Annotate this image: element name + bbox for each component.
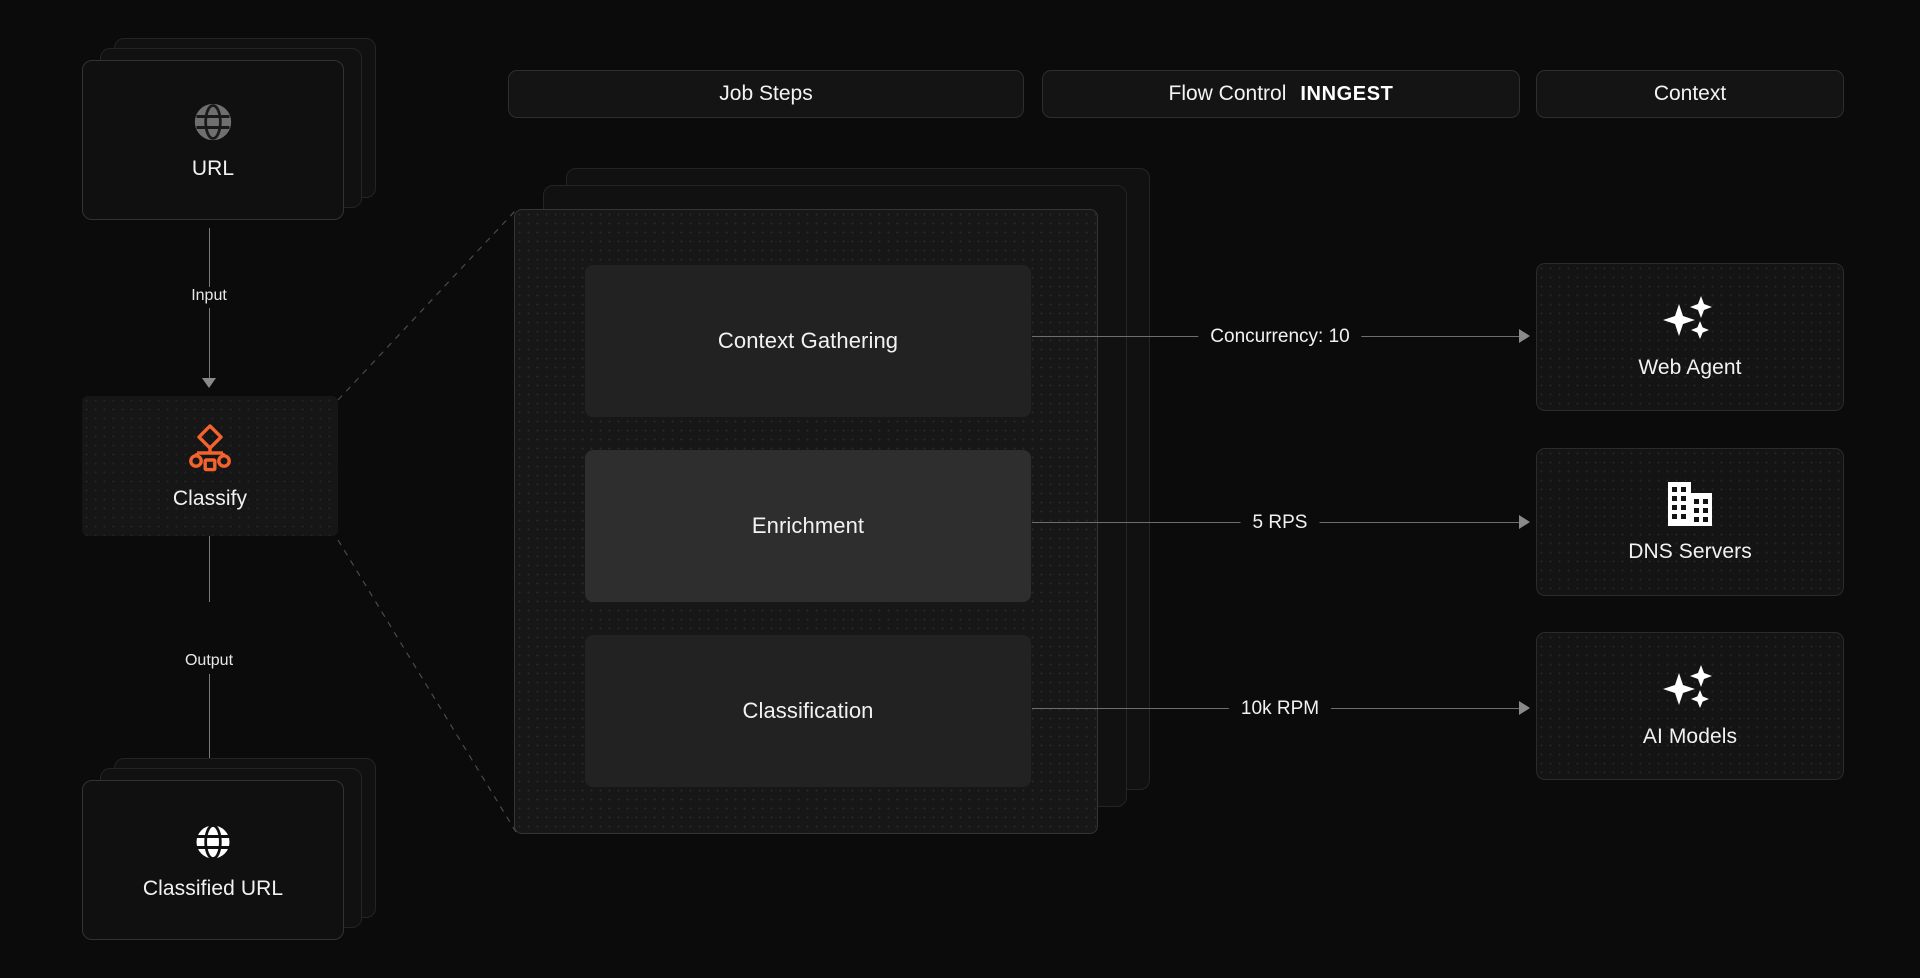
classified-url-node[interactable]: Classified URL bbox=[82, 780, 344, 940]
edge-classify-to-output-bottom bbox=[209, 674, 210, 766]
context-card-ai-models[interactable]: AI Models bbox=[1536, 632, 1844, 780]
arrow-rps bbox=[1519, 515, 1530, 529]
classify-tree-icon bbox=[184, 422, 236, 474]
flow-label-concurrency: Concurrency: 10 bbox=[1198, 326, 1362, 348]
job-step-label: Enrichment bbox=[751, 513, 865, 538]
job-step-context-gathering[interactable]: Context Gathering bbox=[585, 265, 1031, 417]
tab-flow-control[interactable]: Flow Control INNGEST bbox=[1042, 70, 1520, 118]
url-node[interactable]: URL bbox=[82, 60, 344, 220]
inngest-logo-text: INNGEST bbox=[1300, 82, 1394, 105]
sparkles-icon bbox=[1663, 294, 1717, 344]
building-icon bbox=[1665, 480, 1715, 528]
context-card-label: Web Agent bbox=[1638, 356, 1742, 379]
classify-to-panel-connectors bbox=[337, 209, 517, 833]
flow-label-rps: 5 RPS bbox=[1240, 512, 1320, 534]
job-step-classification[interactable]: Classification bbox=[585, 635, 1031, 787]
tab-flow-control-label: Flow Control bbox=[1168, 82, 1287, 105]
sparkles-icon bbox=[1663, 663, 1717, 713]
tab-job-steps[interactable]: Job Steps bbox=[508, 70, 1024, 118]
context-card-label: AI Models bbox=[1642, 725, 1738, 748]
url-node-label: URL bbox=[191, 156, 235, 180]
job-steps-panel: Context Gathering Enrichment Classificat… bbox=[514, 209, 1098, 834]
arrow-input bbox=[202, 378, 216, 388]
job-step-enrichment[interactable]: Enrichment bbox=[585, 450, 1031, 602]
globe-icon bbox=[191, 820, 235, 864]
edge-label-output: Output bbox=[176, 652, 242, 670]
context-card-web-agent[interactable]: Web Agent bbox=[1536, 263, 1844, 411]
context-card-dns-servers[interactable]: DNS Servers bbox=[1536, 448, 1844, 596]
edge-classify-to-output-top bbox=[209, 536, 210, 602]
url-node-stack[interactable]: URL bbox=[82, 38, 382, 228]
edge-url-to-classify-bottom bbox=[209, 308, 210, 380]
tab-context[interactable]: Context bbox=[1536, 70, 1844, 118]
job-step-label: Context Gathering bbox=[717, 328, 899, 353]
tab-context-label: Context bbox=[1653, 82, 1727, 105]
classify-node[interactable]: Classify bbox=[82, 396, 338, 536]
arrow-concurrency bbox=[1519, 329, 1530, 343]
arrow-rpm bbox=[1519, 701, 1530, 715]
context-card-label: DNS Servers bbox=[1628, 540, 1752, 563]
flow-label-rpm: 10k RPM bbox=[1228, 698, 1332, 720]
classified-url-node-label: Classified URL bbox=[142, 876, 284, 900]
classified-url-node-stack[interactable]: Classified URL bbox=[82, 758, 382, 948]
tab-job-steps-label: Job Steps bbox=[719, 82, 813, 105]
edge-label-input: Input bbox=[183, 287, 235, 305]
classify-node-label: Classify bbox=[172, 486, 248, 510]
job-step-label: Classification bbox=[742, 698, 874, 723]
globe-icon bbox=[191, 100, 235, 144]
edge-url-to-classify-top bbox=[209, 228, 210, 288]
